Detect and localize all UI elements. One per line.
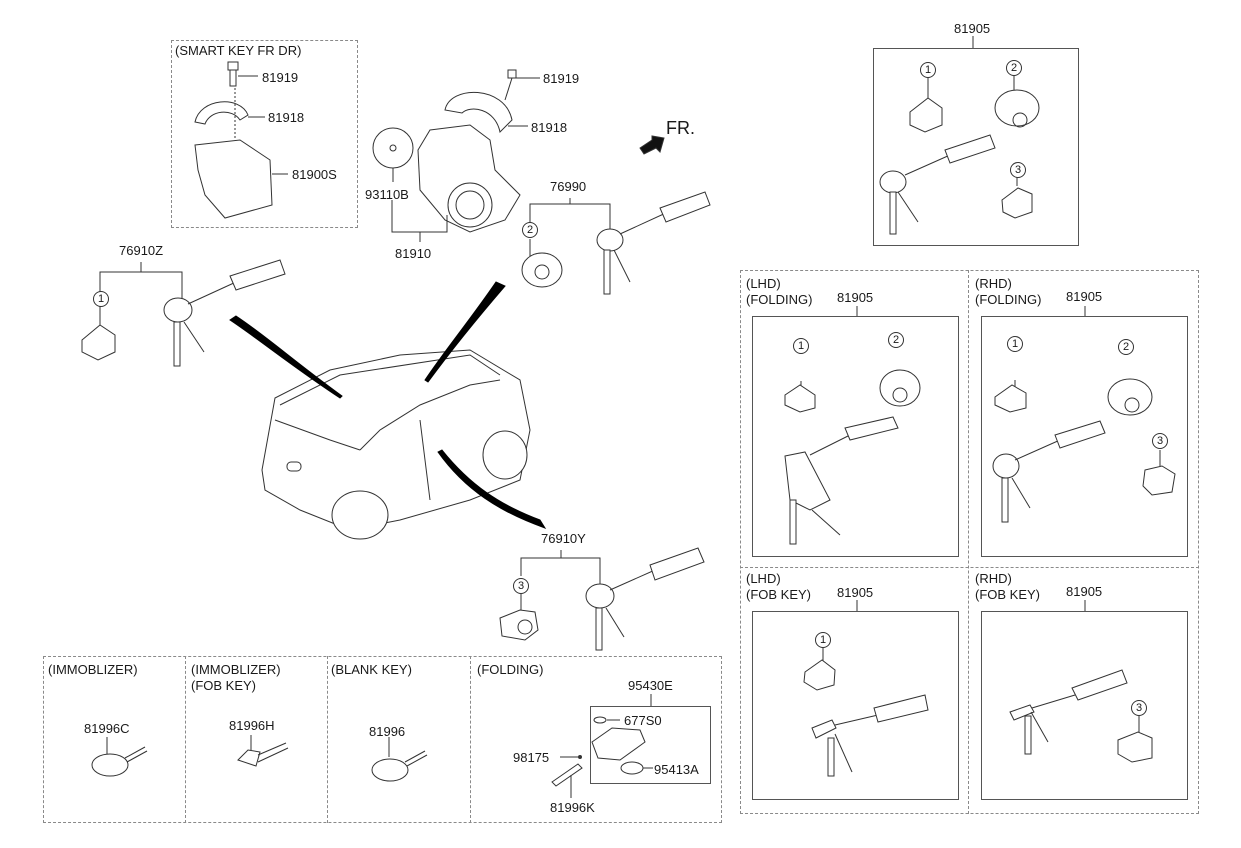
variants-panel [740,270,1199,814]
door-cylinder-1-icon [81,324,116,361]
callout-3: 3 [1010,162,1026,178]
variant-type-label: (FOLDING) [746,292,813,307]
key-81996C-icon [91,753,129,777]
pointer-76910Z [229,315,343,399]
key-76990-icon [596,191,711,295]
panel-title-blank-key: (BLANK KEY) [331,662,412,677]
callout-2: 2 [522,222,538,238]
callout-3: 3 [1152,433,1168,449]
blade-81996K-icon [551,763,583,787]
panel-title-immobilizer: (IMMOBLIZER) [48,662,138,677]
smart-key-fr-dr-panel [171,40,358,228]
bolt-81919-icon [227,61,239,87]
callout-1: 1 [1007,336,1023,352]
panel-title-immobilizer-fob: (IMMOBLIZER) [191,662,281,677]
housing-81900S-icon [194,139,273,219]
callout-2: 2 [1006,60,1022,76]
ignition-cylinder-2-icon [521,252,563,288]
callout-1: 1 [815,632,831,648]
set-label-81905[interactable]: 81905 [837,585,874,600]
pointer-76990 [424,281,506,383]
key-76910Y-icon [585,547,705,651]
part-label[interactable]: 81996K [550,800,595,815]
bottom-panels [43,656,722,823]
set-label-81905[interactable]: 81905 [954,21,991,36]
callout-1: 1 [793,338,809,354]
part-label[interactable]: 81900S [292,167,337,182]
callout-3: 3 [1131,700,1147,716]
variant-box-lhd-folding [752,316,959,557]
part-label[interactable]: 93110B [365,187,409,202]
bracket-81918-icon [194,101,249,125]
key-81996H-icon [237,749,261,767]
part-label[interactable]: 81918 [268,110,305,125]
trunk-cylinder-3-icon [499,609,539,641]
kit-label-76990[interactable]: 76990 [550,179,587,194]
pointer-76910Y [437,449,547,529]
part-label[interactable]: 81919 [262,70,299,85]
callout-2: 2 [888,332,904,348]
front-arrow-icon [639,135,665,155]
bottom-divider [185,656,186,823]
main-set-box [873,48,1079,246]
part-label[interactable]: 677S0 [624,713,662,728]
variant-box-rhd-fob [981,611,1188,800]
car-outline-icon [261,349,531,540]
variants-vertical-divider [968,270,969,814]
part-label[interactable]: 98175 [513,750,550,765]
variant-box-lhd-fob [752,611,959,800]
part-label[interactable]: 95413A [654,762,699,777]
panel-title-folding: (FOLDING) [477,662,544,677]
remote-label-95430E[interactable]: 95430E [628,678,673,693]
kit-label-76910Y[interactable]: 76910Y [541,531,586,546]
set-label-81905[interactable]: 81905 [1066,289,1103,304]
variants-horizontal-divider [740,567,1199,568]
battery-cover-677S0-icon [593,716,607,724]
key-81996-icon [371,758,409,782]
part-label[interactable]: 81919 [543,71,580,86]
part-label[interactable]: 81918 [531,120,568,135]
remote-kit-box [590,706,711,784]
variant-side-label: (RHD) [975,276,1012,291]
set-label-81905[interactable]: 81905 [1066,584,1103,599]
variant-side-label: (RHD) [975,571,1012,586]
callout-1: 1 [920,62,936,78]
variant-box-rhd-folding [981,316,1188,557]
bracket-81918-ignition-icon [444,91,513,134]
callout-2: 2 [1118,339,1134,355]
pin-98175-icon [578,755,582,759]
key-76910Z-icon [163,259,286,367]
variant-side-label: (LHD) [746,276,781,291]
set-label-81905[interactable]: 81905 [837,290,874,305]
part-label[interactable]: 81910 [395,246,432,261]
callout-1: 1 [93,291,109,307]
smart-key-fr-dr-title: (SMART KEY FR DR) [175,43,302,58]
kit-label-76910Z[interactable]: 76910Z [119,243,164,258]
part-label[interactable]: 81996C [84,721,130,736]
variant-type-label: (FOLDING) [975,292,1042,307]
steering-lock-81910-icon [417,124,521,233]
callout-3: 3 [513,578,529,594]
bottom-divider [327,656,328,823]
front-direction-label: FR. [666,118,695,138]
part-label[interactable]: 81996H [229,718,275,733]
variant-type-label: (FOB KEY) [975,587,1041,602]
remote-fob-icon [591,727,646,761]
part-label[interactable]: 81996 [369,724,406,739]
panel-subtitle-fob-key: (FOB KEY) [191,678,257,693]
variant-type-label: (FOB KEY) [746,587,812,602]
bottom-divider [470,656,471,823]
variant-side-label: (LHD) [746,571,781,586]
bolt-81919-ignition-icon [504,69,517,101]
immobilizer-93110B-icon [372,127,414,169]
